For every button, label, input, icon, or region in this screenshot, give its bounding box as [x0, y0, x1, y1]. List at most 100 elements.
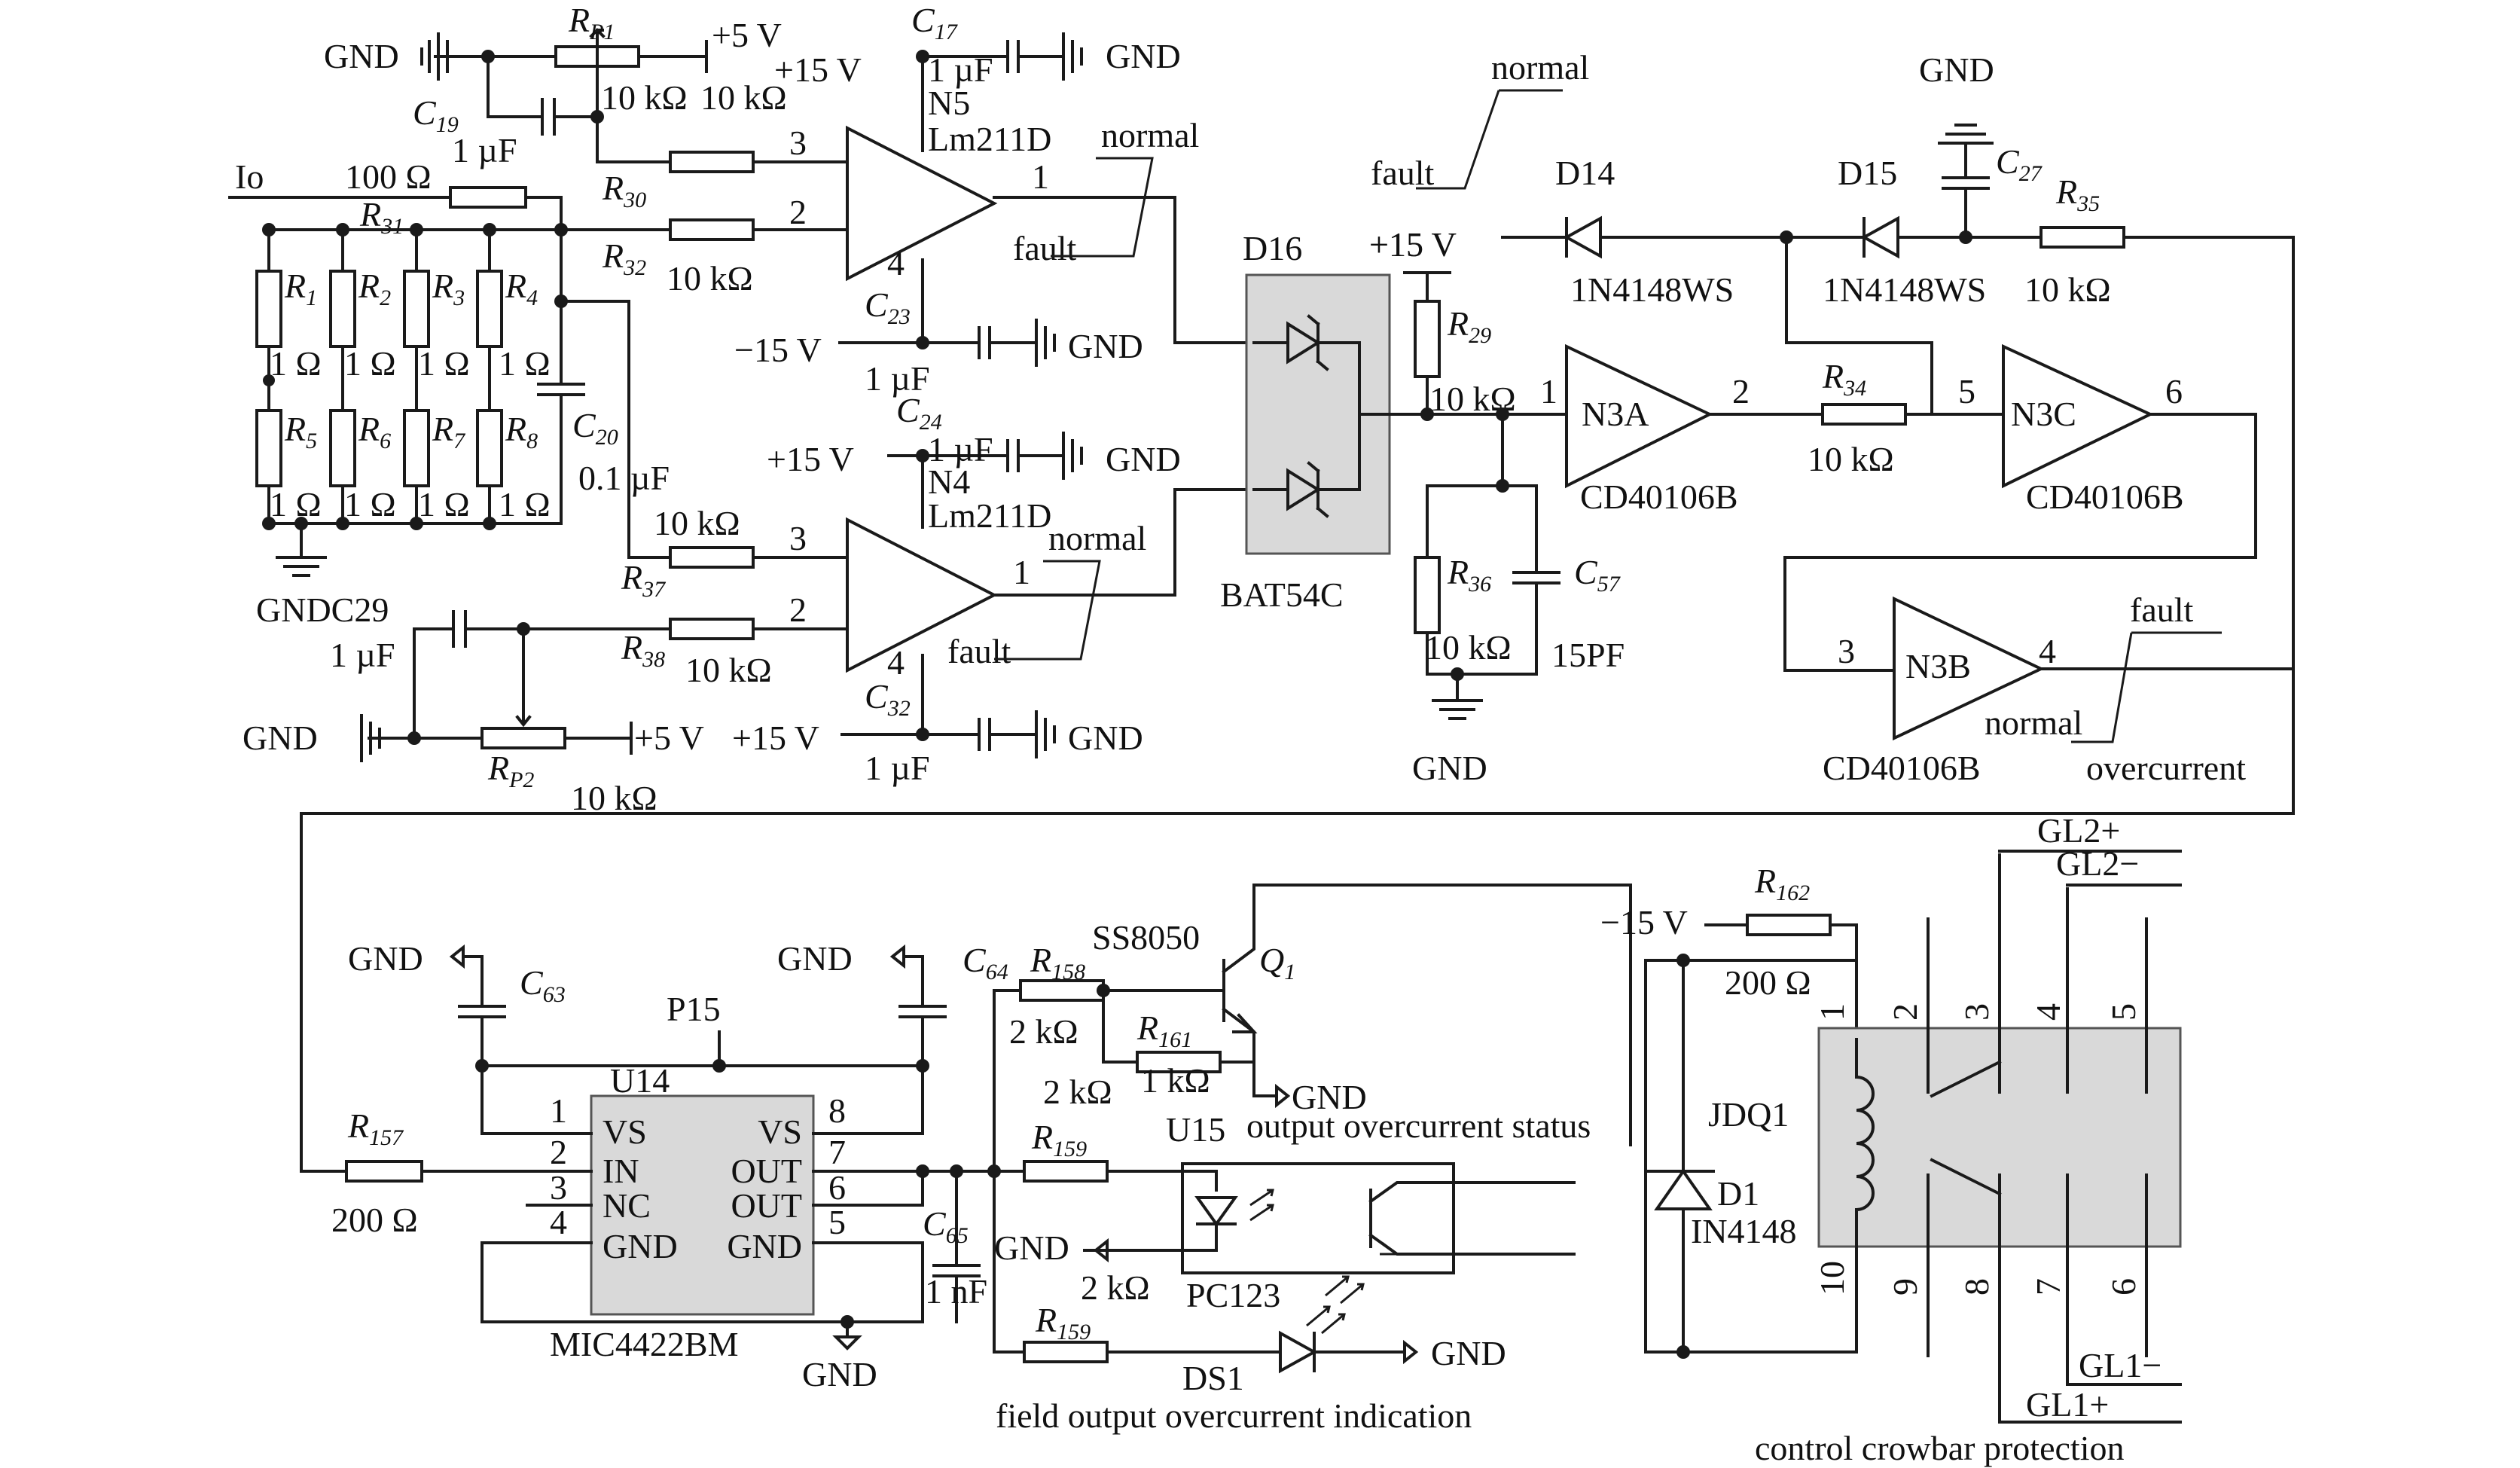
n3a-pin2: 2	[1732, 372, 1750, 410]
gnd-label-c63: GND	[348, 939, 423, 978]
u14-pin8: 8	[828, 1091, 846, 1130]
r162-ref: R162	[1754, 862, 1810, 905]
r34-ref: R34	[1822, 357, 1866, 401]
u14-part: MIC4422BM	[550, 1325, 738, 1363]
r7-ref: R7	[432, 410, 466, 453]
n5-pin1: 1	[1032, 157, 1049, 196]
r161-ref: R161	[1136, 1009, 1192, 1052]
r37-value: 10 kΩ	[654, 504, 740, 542]
driver-u14: U14 MIC4422BM P15 VS IN NC GND VS OUT OU…	[420, 990, 996, 1393]
gnd-label-rp2: GND	[243, 719, 318, 757]
r3-ref: R3	[432, 267, 465, 310]
fault-label-n3b: fault	[2130, 591, 2194, 629]
plus15-label-r29: +15 V	[1369, 225, 1457, 264]
plus15-label-c32: +15 V	[732, 719, 819, 757]
indication-annotation: field output overcurrent indication	[996, 1396, 1472, 1435]
u14-pin2: 2	[550, 1133, 567, 1171]
r158-value: 2 kΩ	[1009, 1012, 1078, 1051]
relay-pin9: 9	[1886, 1278, 1924, 1296]
n3c-pin6: 6	[2165, 372, 2183, 410]
output-bus	[987, 989, 1026, 1354]
gnd-c29-label: GNDC29	[256, 591, 389, 629]
diode-d16: D16 BAT54C	[1173, 196, 1568, 614]
c63-ref: C63	[520, 963, 566, 1007]
n3c-pin5: 5	[1958, 372, 1975, 410]
gnd-label-ds1: GND	[1431, 1334, 1506, 1372]
u15-part: PC123	[1186, 1276, 1280, 1314]
d16-part: BAT54C	[1220, 575, 1344, 614]
shunt-value: 1 Ω	[418, 344, 470, 383]
c64-ref: C64	[963, 941, 1008, 984]
d14-part: 1N4148WS	[1570, 270, 1734, 309]
n3b-name: N3B	[1905, 647, 1971, 685]
gl1-plus: GL1+	[2026, 1385, 2109, 1424]
c19-ref: C19	[413, 93, 459, 137]
u14-pin-in: IN	[603, 1152, 639, 1190]
gnd-label-q1: GND	[1292, 1078, 1367, 1116]
n3a-name: N3A	[1582, 395, 1649, 433]
n4-pin4: 4	[887, 643, 905, 682]
c23-ref: C23	[865, 285, 911, 329]
r35-value: 10 kΩ	[2024, 270, 2111, 309]
status-annotation: output overcurrent status	[1246, 1106, 1591, 1145]
c65: C65 1 nF	[923, 1170, 987, 1323]
shunt-values: 1 Ω 1 Ω 1 Ω 1 Ω 1 Ω 1 Ω 1 Ω 1 Ω	[270, 344, 551, 523]
r34-value: 10 kΩ	[1808, 440, 1894, 478]
gl2-minus: GL2−	[2056, 844, 2139, 883]
r2-ref: R2	[358, 267, 391, 310]
gnd-label-c24: GND	[1106, 440, 1181, 478]
rp1-value-2: 10 kΩ	[700, 78, 787, 117]
n5-pin2: 2	[789, 193, 807, 231]
r161-value: 1 kΩ	[1141, 1061, 1210, 1100]
c57-value: 15PF	[1551, 636, 1625, 674]
q1-stage: R158 2 kΩ R161 1 kΩ SS8050 Q1 GND output…	[1009, 884, 1632, 1146]
d1-name: D1	[1717, 1174, 1759, 1213]
u14-pin4: 4	[550, 1203, 567, 1241]
r157-ref: R157	[347, 1106, 404, 1150]
r36-value: 10 kΩ	[1425, 628, 1512, 667]
minus15-label-relay: −15 V	[1600, 903, 1688, 942]
relay-pin4: 4	[2029, 1003, 2067, 1021]
n5-part: Lm211D	[928, 120, 1051, 158]
gnd-label-c17: GND	[1106, 37, 1181, 75]
r32-ref: R32	[602, 237, 646, 280]
c20-filter: C20 0.1 µF	[537, 300, 678, 559]
u14-pin-out-2: OUT	[731, 1186, 802, 1225]
shunt-value: 1 Ω	[344, 485, 396, 523]
relay-pin8: 8	[1957, 1278, 1996, 1296]
r36-ref: R36	[1447, 553, 1491, 597]
n3b-pin3: 3	[1838, 632, 1855, 670]
relay-pin1: 1	[1813, 1003, 1851, 1021]
shunt-value: 1 Ω	[499, 485, 551, 523]
u14-pin-gnd-r: GND	[727, 1227, 802, 1265]
n5-status-labels: normal fault	[1013, 116, 1199, 267]
n3b-part: CD40106B	[1823, 749, 1981, 787]
d15-part: 1N4148WS	[1823, 270, 1986, 309]
shunt-value: 1 Ω	[344, 344, 396, 383]
schmitt-n3c: N3C 5 6 CD40106B	[1783, 343, 2257, 672]
n5-name: N5	[928, 84, 970, 122]
c24-ref: C24	[896, 391, 942, 435]
rp2-network: 1 µF GND +5 V RP2 10 kΩ	[243, 610, 704, 817]
d14-name: D14	[1555, 154, 1615, 192]
shunt-value: 1 Ω	[270, 344, 322, 383]
optocoupler-u15: R159 2 kΩ U15 PC123 GND 2 kΩ	[994, 1073, 1576, 1314]
lo-label: Io	[235, 157, 264, 196]
gnd-label-u15: GND	[994, 1228, 1069, 1267]
u14-pin6: 6	[828, 1168, 846, 1207]
q1-ref: Q1	[1259, 941, 1295, 984]
c17-ref: C17	[911, 1, 959, 44]
gnd-label-u14: GND	[802, 1355, 877, 1393]
r157-value: 200 Ω	[331, 1201, 418, 1239]
u14-pin-out: OUT	[731, 1152, 802, 1190]
u15-name: U15	[1166, 1110, 1225, 1149]
q1-part: SS8050	[1092, 918, 1200, 957]
r157: R157 200 Ω	[331, 1106, 423, 1239]
relay-jdq1: −15 V R162 200 Ω D1 IN4148 JDQ1 1 2 3 4	[1600, 811, 2182, 1467]
r31-value: 100 Ω	[345, 157, 432, 196]
n4-pin3: 3	[789, 519, 807, 557]
rp2-ref: RP2	[487, 749, 534, 792]
r159a-value-2: 2 kΩ	[1081, 1268, 1150, 1307]
c32-bypass: +15 V C32 1 µF GND	[732, 677, 1143, 787]
